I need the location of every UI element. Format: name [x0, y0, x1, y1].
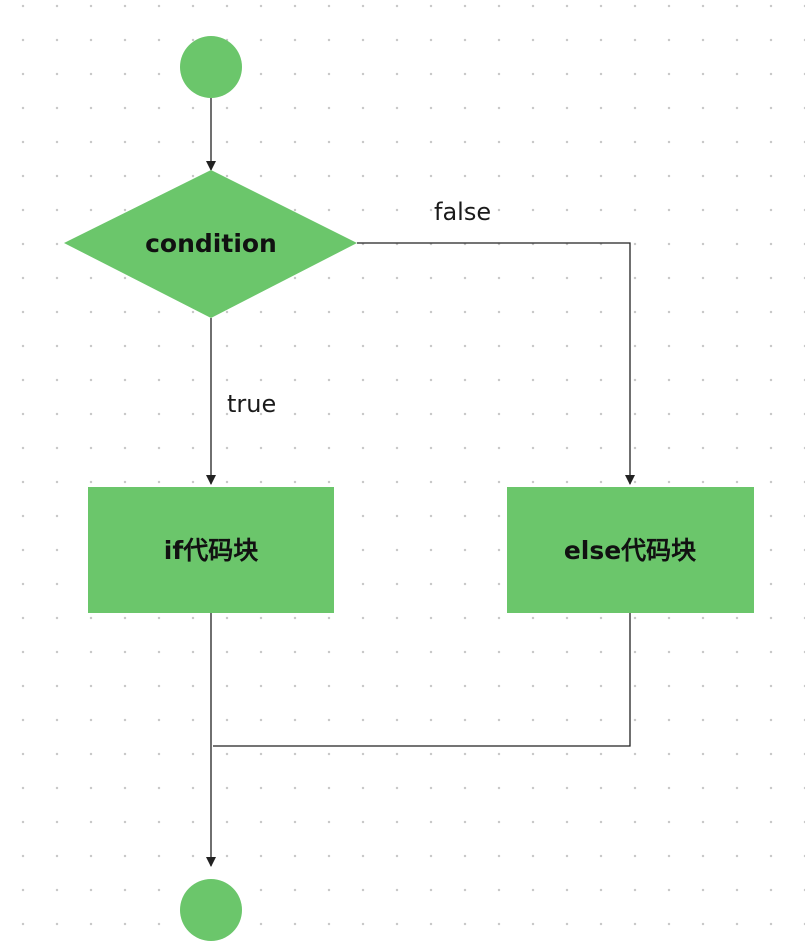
edge-else-to-merge [213, 613, 631, 747]
true-edge-label: true [227, 390, 276, 418]
else-block-node [507, 487, 754, 613]
if-block-label: if代码块 [164, 536, 258, 565]
start-node [180, 36, 242, 98]
else-block-label: else代码块 [564, 536, 696, 565]
false-edge-label: false [434, 198, 491, 226]
end-node [180, 879, 242, 941]
edge-condition-false-to-else [357, 242, 635, 485]
condition-node [64, 170, 357, 318]
if-block-node [88, 487, 334, 613]
condition-label: condition [145, 229, 277, 258]
